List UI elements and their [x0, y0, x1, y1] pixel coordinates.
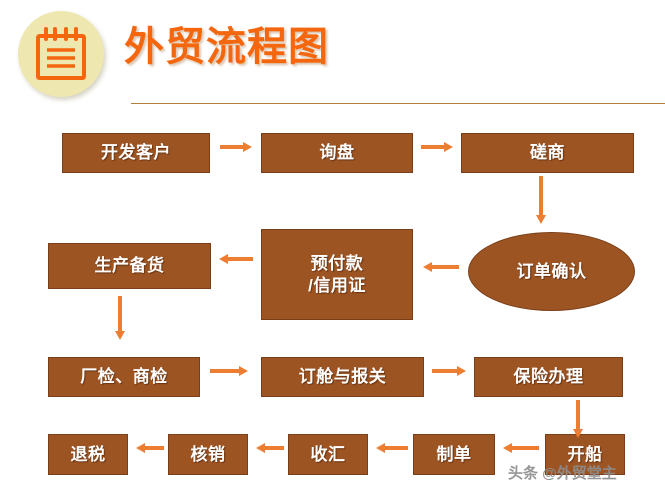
flow-node-n13[interactable]: 核销 [168, 434, 248, 475]
flow-arrow-c12 [256, 442, 284, 454]
flow-node-label: 预付款 /信用证 [308, 253, 366, 295]
flow-arrow-c6 [114, 296, 126, 340]
flow-node-n3[interactable]: 磋商 [461, 133, 634, 173]
header-divider [131, 103, 665, 104]
flow-node-n11[interactable]: 制单 [413, 434, 495, 475]
flow-arrow-c2 [421, 141, 453, 153]
flow-arrow-c11 [376, 442, 408, 454]
flow-node-n14[interactable]: 退税 [48, 434, 128, 475]
flow-arrow-c4 [423, 261, 459, 273]
flow-node-label: 收汇 [310, 444, 346, 464]
flow-node-n1[interactable]: 开发客户 [62, 133, 210, 173]
flow-node-n8[interactable]: 订舱与报关 [261, 357, 424, 397]
flow-arrow-c10 [503, 442, 539, 454]
flow-node-label: 磋商 [530, 143, 565, 163]
flow-node-label: 开船 [567, 444, 603, 464]
flow-node-label: 订单确认 [516, 261, 587, 281]
flow-node-n7[interactable]: 厂检、商检 [48, 357, 200, 397]
flow-node-label: 厂检、商检 [80, 367, 168, 387]
flow-arrow-c3 [535, 176, 547, 224]
flow-node-n12[interactable]: 收汇 [288, 434, 368, 475]
flow-node-label: 询盘 [319, 143, 355, 163]
flow-node-label: 生产备货 [94, 256, 165, 276]
page-title: 外贸流程图 [124, 25, 329, 69]
flow-node-n4[interactable]: 订单确认 [468, 232, 635, 311]
header-icon-background [18, 11, 104, 97]
flow-node-n9[interactable]: 保险办理 [474, 357, 623, 397]
flow-node-label: 退税 [70, 444, 106, 464]
flow-node-label: 制单 [436, 444, 472, 464]
flow-arrow-c8 [432, 365, 466, 377]
flow-node-label: 核销 [190, 444, 226, 464]
flow-node-n5[interactable]: 预付款 /信用证 [261, 229, 413, 320]
flow-node-n10[interactable]: 开船 [545, 434, 625, 475]
flow-node-label: 保险办理 [513, 367, 584, 387]
flow-node-label: 开发客户 [101, 143, 171, 163]
flow-arrow-c13 [136, 442, 164, 454]
flow-node-label: 订舱与报关 [298, 367, 387, 387]
flow-node-n6[interactable]: 生产备货 [48, 243, 211, 289]
flow-node-n2[interactable]: 询盘 [261, 133, 413, 173]
flow-arrow-c1 [220, 141, 252, 153]
flow-arrow-c7 [210, 365, 248, 377]
flow-arrow-c5 [219, 253, 253, 265]
flow-arrow-c9 [572, 400, 584, 438]
watermark: 头条 @外贸堂主 [508, 465, 617, 482]
notepad-icon [18, 11, 104, 97]
